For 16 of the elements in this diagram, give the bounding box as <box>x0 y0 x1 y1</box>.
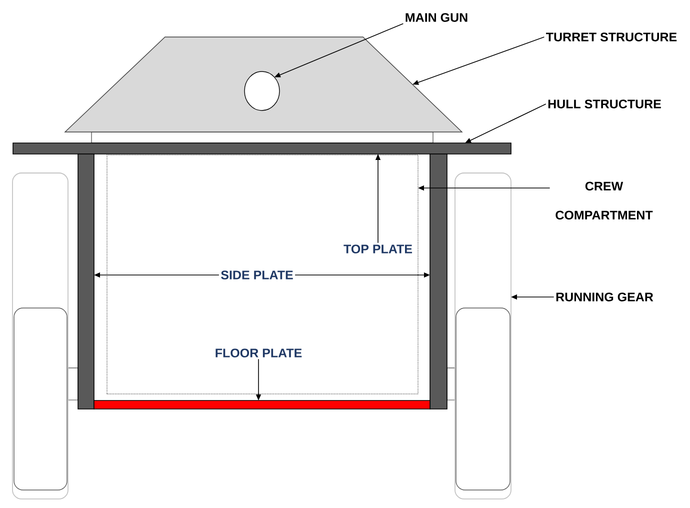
part-label: TURRET STRUCTURE <box>546 32 677 42</box>
part-label: FLOOR PLATE <box>216 348 302 358</box>
top-bar <box>12 142 512 154</box>
part-label: CREW COMPARTMENT <box>556 182 653 220</box>
part-label: RUNNING GEAR <box>556 292 654 302</box>
compartment-outline <box>106 154 418 394</box>
gun-circle <box>244 71 280 111</box>
part-label: SIDE PLATE <box>221 270 293 280</box>
side-plate <box>78 154 94 410</box>
wheel <box>454 172 512 500</box>
floor-plate <box>94 400 430 410</box>
part-label: TOP PLATE <box>344 244 412 254</box>
part-label: MAIN GUN <box>406 13 468 22</box>
part-label: HULL STRUCTURE <box>548 100 661 108</box>
wheel <box>12 172 68 500</box>
side-plate <box>430 154 448 410</box>
